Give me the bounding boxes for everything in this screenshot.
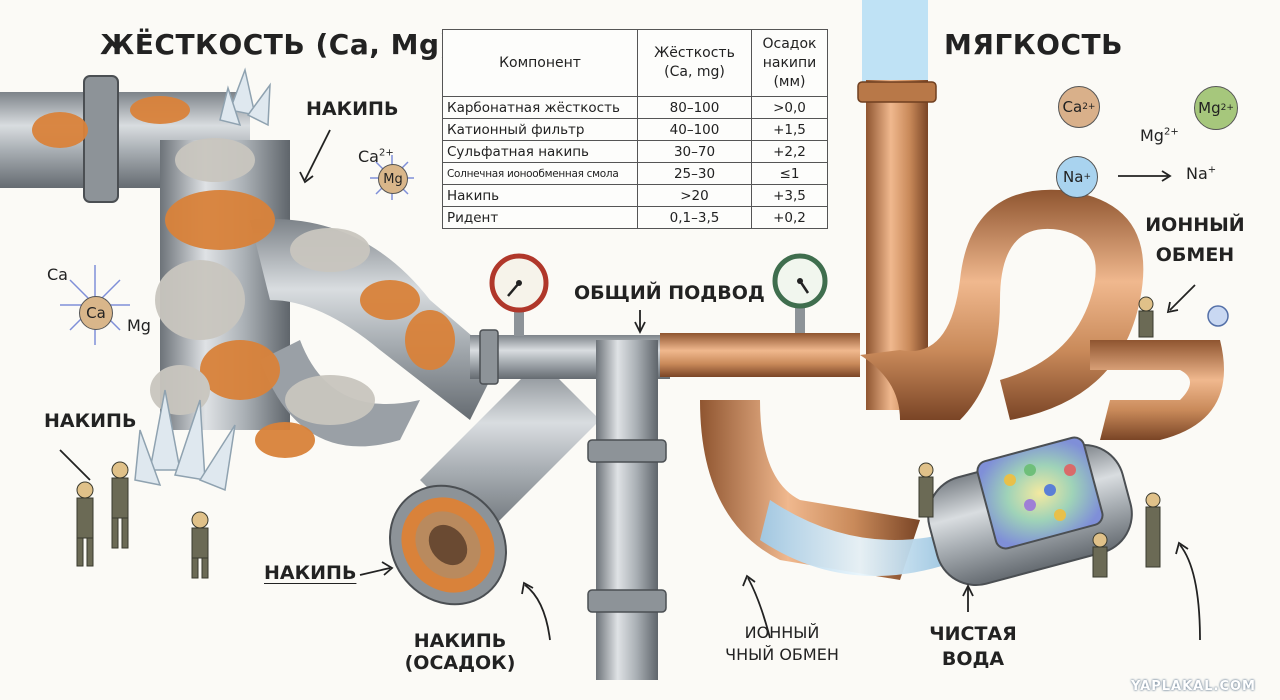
riser-coupling — [587, 589, 667, 613]
table-row: Накипь >20 +3,5 — [442, 184, 828, 207]
copper-elbow — [700, 400, 920, 580]
scale-crystals-bottom — [134, 389, 236, 492]
title-hardness: ЖЁСТКОСТЬ (Ca, Mg) — [100, 28, 453, 61]
header-scale-deposit: Осадок накипи (мм) — [751, 29, 828, 97]
workers-group-left — [76, 461, 209, 579]
table-cell: +1,5 — [751, 118, 828, 141]
table-row: Сульфатная накипь 30–70 +2,2 — [442, 140, 828, 163]
components-table: Компонент Жёсткость (Ca, mg) Осадок наки… — [442, 29, 828, 229]
table-cell: Солнечная ионообменная смола — [442, 162, 638, 185]
title-softness: МЯГКОСТЬ — [944, 28, 1123, 61]
workers-group-right — [918, 296, 1161, 578]
main-supply-riser — [596, 340, 658, 680]
ion-ca-top: Ca2+ — [358, 147, 394, 166]
header-hardness: Жёсткость (Ca, mg) — [637, 29, 752, 97]
table-cell: 30–70 — [637, 140, 752, 163]
pressure-gauge-right — [772, 253, 828, 336]
table-header-row: Компонент Жёсткость (Ca, mg) Осадок наки… — [442, 29, 828, 97]
label-sediment-line1: НАКИПЬ — [413, 630, 507, 652]
water-inflow — [862, 0, 928, 90]
table-cell: >0,0 — [751, 96, 828, 119]
copper-inlet-pipe — [660, 333, 860, 377]
table-cell: +2,2 — [751, 140, 828, 163]
scale-deposits — [32, 96, 455, 458]
table-cell: +0,2 — [751, 206, 828, 229]
table-cell: Катионный фильтр — [442, 118, 638, 141]
ion-na-text: Na+ — [1186, 164, 1217, 183]
scale-crystals-top — [219, 67, 271, 127]
table-row: Катионный фильтр 40–100 +1,5 — [442, 118, 828, 141]
label-scale-left: НАКИПЬ — [44, 410, 137, 432]
label-clean-water-line1: ЧИСТАЯ — [929, 623, 1017, 645]
ion-mg-left: Mg — [127, 316, 151, 335]
table-cell: Карбонатная жёсткость — [442, 96, 638, 119]
label-sediment-line2: (ОСАДОК) — [404, 652, 516, 674]
label-clean-water: ЧИСТАЯ ВОДА — [918, 622, 1028, 672]
pipe-flange — [83, 75, 119, 203]
table-row: Солнечная ионообменная смола 25–30 ≤1 — [442, 162, 828, 185]
riser-coupling — [587, 439, 667, 463]
table-row: Карбонатная жёсткость 80–100 >0,0 — [442, 96, 828, 119]
scaled-pipe-section — [389, 360, 600, 606]
table-cell: 40–100 — [637, 118, 752, 141]
table-cell: Сульфатная накипь — [442, 140, 638, 163]
label-clean-water-line2: ВОДА — [941, 648, 1005, 670]
watermark: YAPLAKAL.COM — [1131, 679, 1256, 694]
table-row: Ридент 0,1–3,5 +0,2 — [442, 206, 828, 229]
ion-ca-left: Ca — [47, 265, 68, 284]
ion-exchange-filter — [927, 436, 1133, 587]
label-ion-exchange-line2: ОБМЕН — [1155, 244, 1235, 266]
pointer-arrows — [59, 129, 1201, 641]
table-cell: ≤1 — [751, 162, 828, 185]
ion-mg-top-ball: Mg — [378, 164, 408, 194]
header-component: Компонент — [442, 29, 638, 97]
table-cell: 25–30 — [637, 162, 752, 185]
label-ion-exchange-line1: ИОННЫЙ — [1145, 214, 1245, 236]
pressure-gauge-left — [489, 253, 549, 336]
label-scale-top: НАКИПЬ — [306, 98, 399, 120]
table-cell: Ридент — [442, 206, 638, 229]
ion-ca-ball: Ca — [79, 296, 113, 330]
label-ion-exchange-small: ИОННЫЙ ЧНЫЙ ОБМЕН — [712, 622, 852, 666]
table-cell: 0,1–3,5 — [637, 206, 752, 229]
label-ion-exchange: ИОННЫЙ ОБМЕН — [1130, 210, 1260, 270]
label-sediment: НАКИПЬ (ОСАДОК) — [400, 630, 520, 674]
label-ion-exchange-small-line1: ИОННЫЙ — [744, 623, 820, 642]
ion-na-ball: Na+ — [1056, 156, 1098, 198]
bubble-icon — [1207, 305, 1229, 327]
table-cell: Накипь — [442, 184, 638, 207]
table-cell: >20 — [637, 184, 752, 207]
clean-water-flow — [760, 500, 960, 576]
table-cell: 80–100 — [637, 96, 752, 119]
table-cell: +3,5 — [751, 184, 828, 207]
label-scale-bottom: НАКИПЬ — [264, 562, 357, 584]
copper-loop — [860, 189, 1144, 420]
label-common-inlet: ОБЩИЙ ПОДВОД — [574, 282, 765, 304]
ion-mg-text: Mg2+ — [1140, 126, 1179, 145]
copper-return-pipe — [1090, 340, 1224, 440]
label-ion-exchange-small-line2: ЧНЫЙ ОБМЕН — [725, 645, 839, 664]
